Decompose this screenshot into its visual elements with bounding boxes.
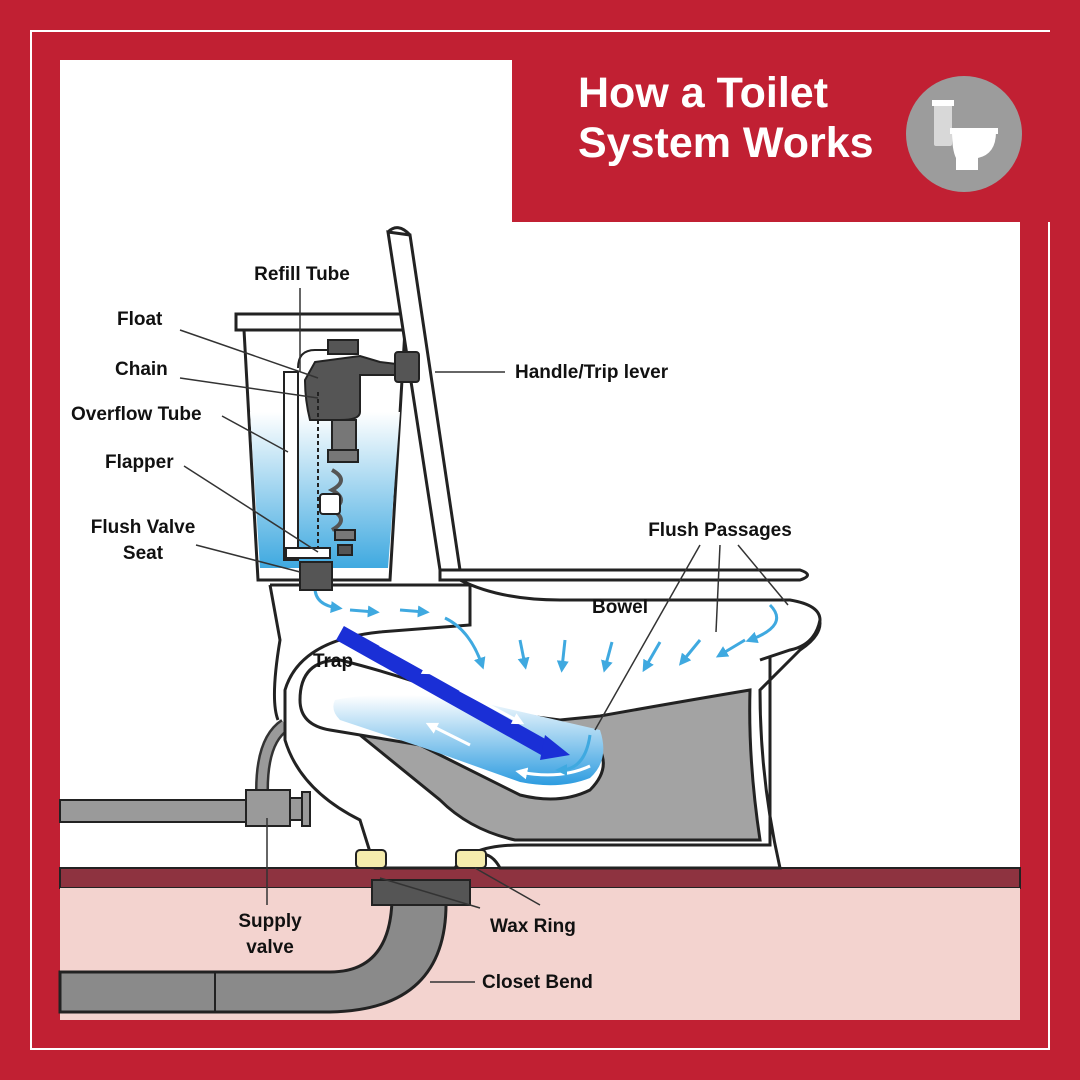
toilet-seat: [438, 568, 809, 582]
label-wax-ring: Wax Ring: [490, 916, 576, 937]
closet-bend-pipe: [58, 898, 448, 1014]
tank-lid: [234, 312, 416, 332]
label-supply-valve-line2: valve: [246, 937, 294, 958]
title-line-1: How a Toilet: [578, 69, 829, 117]
label-trap: Trap: [313, 651, 353, 672]
supply-valve-knob: [301, 791, 311, 827]
seat-lid: [386, 230, 462, 572]
bowl-water: [333, 695, 604, 786]
label-flush-valve-seat-line1: Flush Valve: [91, 517, 196, 538]
label-flush-valve-seat-line2: Seat: [123, 543, 164, 564]
label-flush-passages: Flush Passages: [648, 520, 792, 541]
toilet-icon: [906, 76, 1022, 192]
title-line-2: System Works: [578, 119, 874, 167]
supply-line: [59, 799, 251, 823]
label-refill-tube: Refill Tube: [254, 264, 350, 285]
rim-flow-arrows: [313, 587, 779, 776]
refill-tube: [297, 349, 340, 369]
wax-ring-right: [455, 849, 487, 869]
tank-water: [250, 412, 400, 568]
label-chain: Chain: [115, 359, 168, 380]
label-bowel: Bowel: [592, 597, 648, 618]
wax-ring-left: [355, 849, 387, 869]
trap-flow-arrow: [336, 626, 549, 755]
floor: [59, 867, 1021, 889]
title-banner: How a Toilet System Works: [512, 32, 1080, 222]
flush-valve-seat: [299, 561, 333, 591]
label-handle: Handle/Trip lever: [515, 362, 669, 383]
label-closet-bend: Closet Bend: [482, 972, 593, 993]
supply-valve-body: [245, 789, 291, 827]
leader-lines: [179, 288, 789, 983]
label-supply-valve-line1: Supply: [238, 911, 302, 932]
overflow-tube: [283, 371, 299, 561]
label-overflow-tube: Overflow Tube: [71, 404, 202, 425]
page-title: How a Toilet System Works: [578, 68, 918, 168]
flapper: [285, 547, 331, 559]
handle-trip-lever: [394, 351, 420, 383]
label-flapper: Flapper: [105, 452, 174, 473]
label-float: Float: [117, 309, 163, 330]
